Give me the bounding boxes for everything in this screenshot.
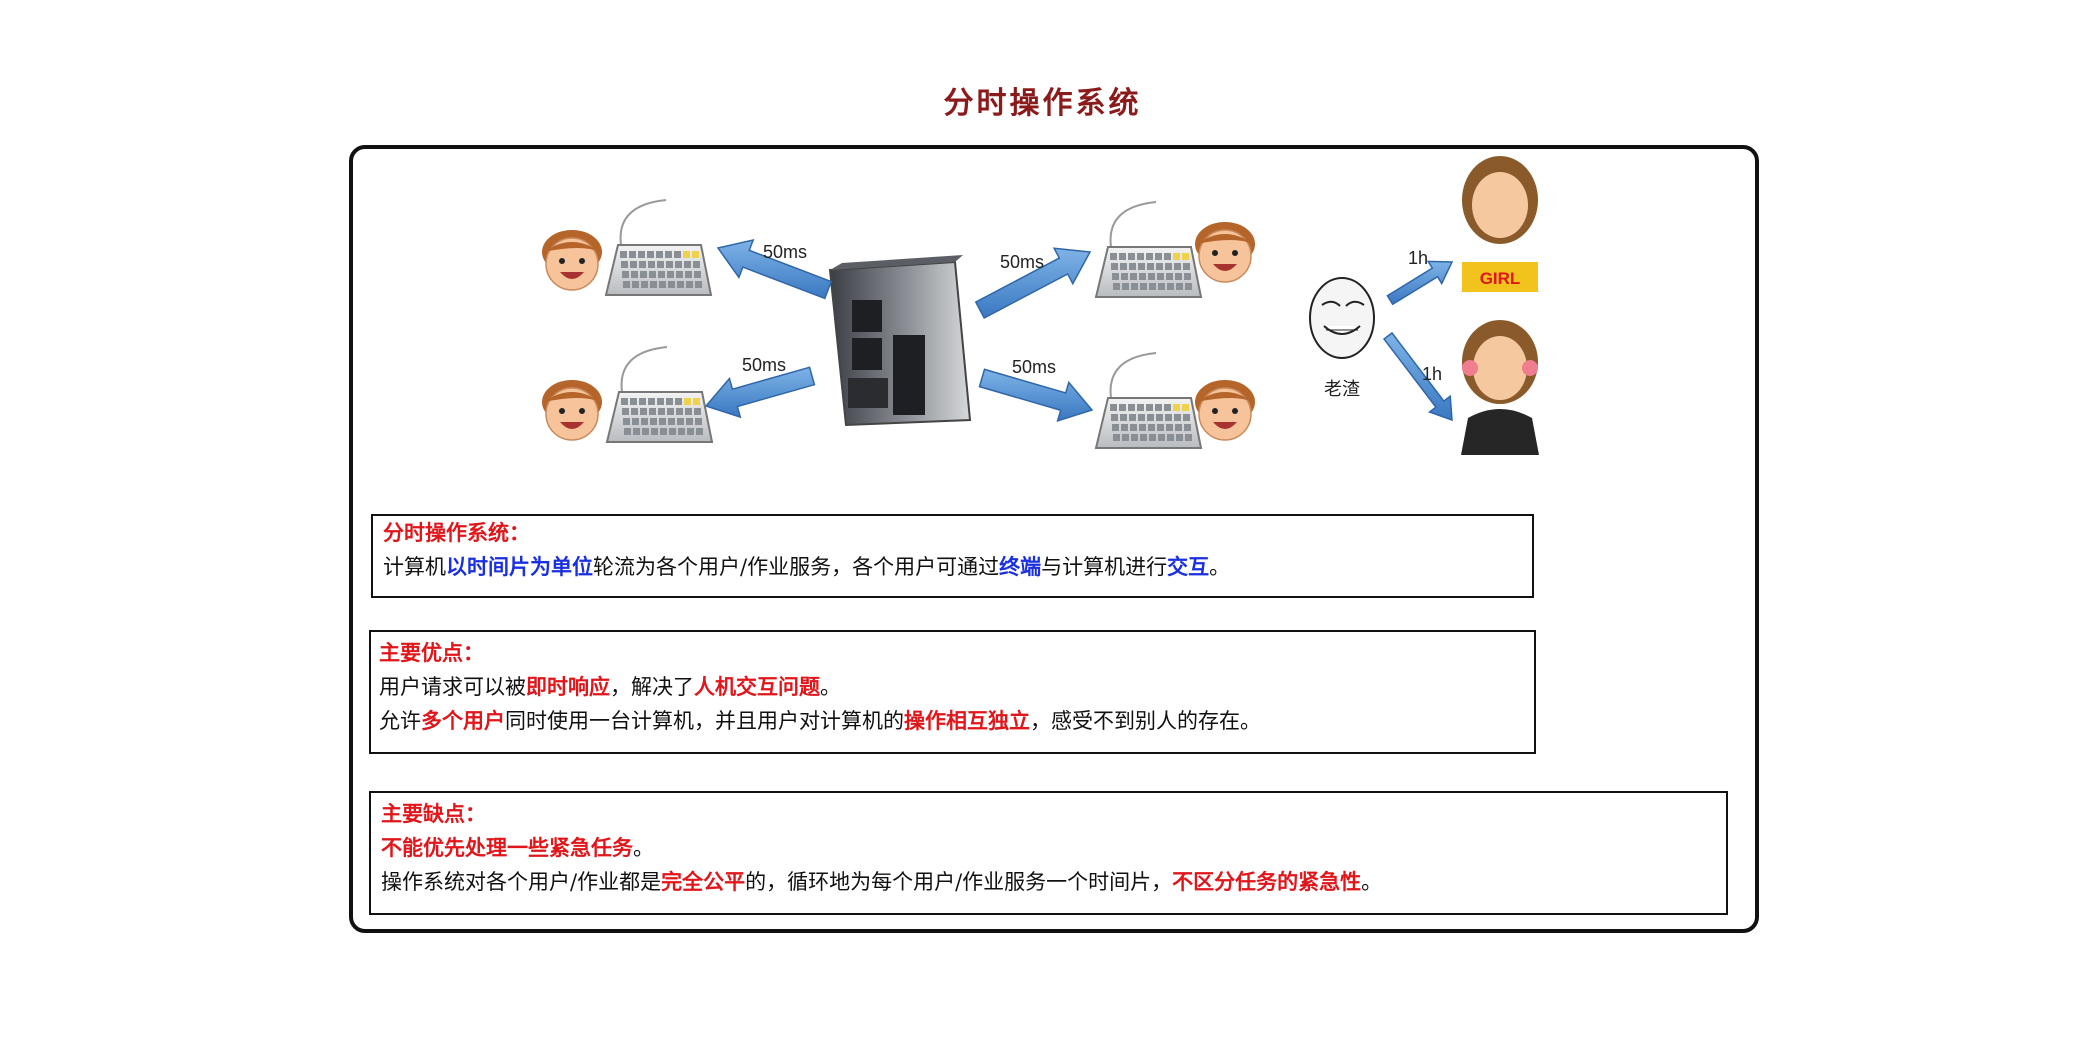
text-segment: ，感受不到别人的存在。: [1030, 709, 1261, 733]
text-segment: 用户请求可以被: [379, 675, 526, 699]
woman-dark-dress-icon: [1461, 320, 1539, 455]
user-terminal-1-icon: [542, 199, 713, 296]
highlight-segment: 完全公平: [661, 869, 746, 894]
arrow-1: 50ms: [716, 238, 833, 300]
definition-heading: 分时操作系统：: [383, 520, 530, 545]
shirt-text: GIRL: [1480, 269, 1521, 288]
user-terminal-4-icon: [1094, 352, 1255, 449]
advantages-heading: 主要优点：: [379, 640, 484, 665]
text-segment: 操作系统对各个用户/作业都是: [381, 870, 662, 894]
page-title: 分时操作系统: [943, 86, 1142, 121]
content-frame: [349, 145, 1759, 933]
server-tower-icon: [828, 255, 972, 427]
arrow-label: 50ms: [1012, 357, 1056, 377]
highlight-segment: 终端: [999, 554, 1042, 579]
text-segment: 计算机: [383, 555, 446, 579]
arrow-label: 50ms: [1000, 252, 1044, 272]
advantages-box: 主要优点： 用户请求可以被即时响应，解决了人机交互问题。 允许多个用户同时使用一…: [369, 630, 1536, 754]
text-segment: 的，循环地为每个用户/作业服务一个时间片，: [745, 870, 1173, 894]
rage-face-icon: [1309, 277, 1375, 359]
highlight-segment: 以时间片为单位: [446, 554, 593, 579]
arrow-3: 50ms: [704, 355, 816, 419]
arrow-label: 1h: [1408, 248, 1428, 268]
people-layer: [542, 199, 1255, 449]
text-segment: 与计算机进行: [1041, 555, 1168, 579]
disadvantages-heading: 主要缺点：: [381, 801, 486, 826]
user-terminal-3-icon: [1094, 201, 1255, 298]
highlight-segment: 即时响应: [526, 674, 610, 699]
arrow-2: 50ms: [974, 247, 1092, 319]
highlight-segment: 操作相互独立: [904, 708, 1030, 733]
arrows-layer: 50ms 50ms 50ms 50ms 1h 1h: [704, 238, 1454, 422]
highlight-segment: 人机交互问题: [694, 674, 820, 699]
arrow-4: 50ms: [978, 357, 1094, 422]
arrow-label: 1h: [1422, 364, 1442, 384]
user-terminal-2-icon: [542, 346, 714, 443]
highlight-segment: 不区分任务的紧急性: [1172, 869, 1362, 894]
text-segment: 。: [1209, 555, 1231, 579]
highlight-segment: 不能优先处理一些紧急任务: [381, 835, 633, 860]
text-segment: 轮流为各个用户/作业服务，各个用户可通过: [593, 555, 1000, 579]
arrow-label: 50ms: [763, 242, 807, 262]
definition-box: 分时操作系统： 计算机以时间片为单位轮流为各个用户/作业服务，各个用户可通过终端…: [371, 514, 1534, 598]
arrow-label: 50ms: [742, 355, 786, 375]
text-segment: 同时使用一台计算机，并且用户对计算机的: [505, 709, 904, 733]
text-segment: 。: [1361, 870, 1383, 894]
disadvantages-box: 主要缺点： 不能优先处理一些紧急任务。 操作系统对各个用户/作业都是完全公平的，…: [369, 791, 1728, 915]
highlight-segment: 交互: [1167, 554, 1210, 579]
disadvantage-text-1: 不能优先处理一些紧急任务。: [371, 831, 1726, 865]
woman-girl-shirt-icon: GIRL: [1460, 156, 1540, 292]
text-segment: ，解决了: [610, 675, 694, 699]
text-segment: 。: [633, 836, 654, 860]
advantage-text-2: 允许多个用户同时使用一台计算机，并且用户对计算机的操作相互独立，感受不到别人的存…: [371, 704, 1534, 738]
definition-text: 计算机以时间片为单位轮流为各个用户/作业服务，各个用户可通过终端与计算机进行交互…: [373, 550, 1532, 584]
arrow-6: 1h: [1382, 331, 1453, 422]
arrow-5: 1h: [1386, 248, 1454, 306]
highlight-segment: 多个用户: [421, 708, 505, 733]
text-segment: 允许: [379, 709, 421, 733]
disadvantage-text-2: 操作系统对各个用户/作业都是完全公平的，循环地为每个用户/作业服务一个时间片，不…: [371, 865, 1726, 899]
person-label: 老渣: [1324, 379, 1360, 399]
advantage-text-1: 用户请求可以被即时响应，解决了人机交互问题。: [371, 670, 1534, 704]
text-segment: 。: [820, 675, 841, 699]
